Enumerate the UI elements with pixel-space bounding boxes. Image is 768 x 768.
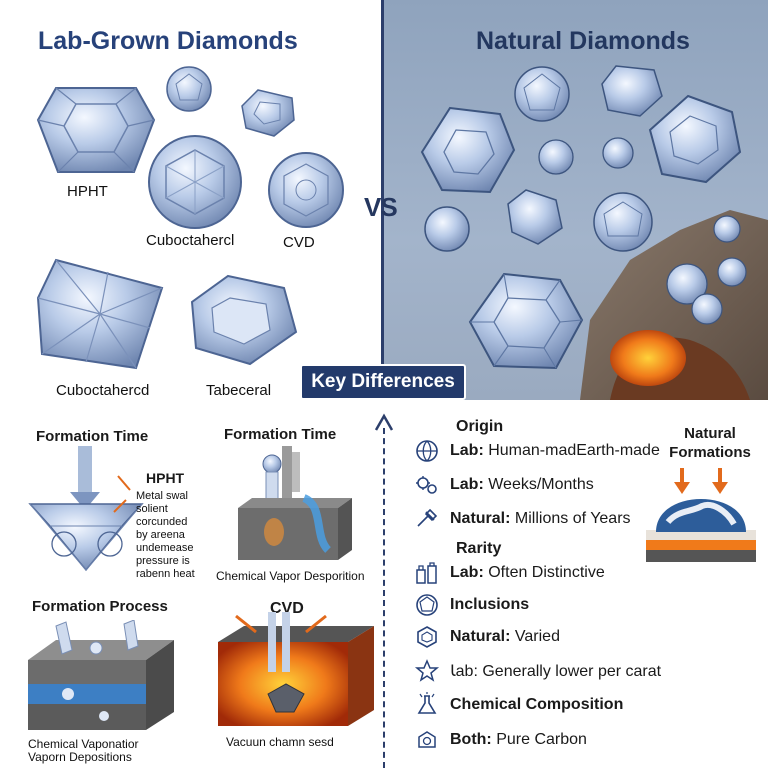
lab-gem-large-cushion (36, 87, 156, 173)
natural-formations-label: Natural Formations (660, 424, 760, 462)
lab-gem-cuboctahedral-2 (36, 258, 164, 370)
list-item-inclusions-natural: Natural: Varied (414, 624, 560, 650)
gem-facet-icon (417, 626, 437, 648)
cvd-caption: Chemical Vapor Desporition (216, 569, 365, 583)
natural-gem-4 (538, 139, 574, 175)
cvd-block-illustration (238, 446, 352, 560)
star-icon (414, 659, 440, 682)
hpht-description: Metal swal solient corcunded by areena u… (136, 490, 195, 580)
process-caption: Chemical Vaponatior Vaporn Depositions (28, 737, 139, 764)
lab-gem-cuboctahedral-1 (148, 135, 242, 229)
list-item-rarity-lab: Lab: Often Distinctive (414, 560, 605, 586)
list-item-carbon: Both: Pure Carbon (414, 727, 587, 753)
process-layers-illustration (28, 620, 174, 730)
bottles-icon (416, 562, 437, 584)
origin-heading: Origin (456, 418, 504, 435)
formation-time-heading-2: Formation Time (224, 426, 337, 443)
molecule-icon (418, 731, 436, 748)
rock-outcrop (580, 210, 768, 400)
list-item-price-lab: Ꙇab: Generally lower per carat (414, 658, 661, 684)
natural-gem-5 (602, 137, 634, 169)
label-hpht: HPHT (67, 183, 108, 200)
natural-gem-6 (648, 94, 742, 184)
natural-formations-text: Natural Formations (669, 425, 751, 461)
lab-grown-title: Lab-Grown Diamonds (38, 27, 298, 55)
gem-outline-icon (416, 594, 438, 616)
natural-gem-9 (593, 192, 653, 252)
flask-icon (417, 692, 437, 714)
label-tabeceral: Tabeceral (206, 382, 272, 399)
natural-gem-3 (601, 65, 663, 117)
vacuum-chamber-illustration (218, 612, 374, 726)
lab-gem-tabular (190, 274, 298, 366)
cvd-heading: CVD (270, 600, 304, 617)
natural-gem-14 (691, 293, 723, 325)
list-item-inclusions: Inclusions (414, 592, 529, 618)
tool-icon (417, 508, 438, 527)
globe-icon (416, 440, 438, 462)
natural-gem-11 (666, 263, 708, 305)
vacuum-caption: Vacuun chamn sesd (226, 735, 334, 749)
arrow-up-icon (374, 413, 394, 431)
list-item-origin-lab: Lab: Human-madEarth-made (414, 438, 660, 464)
natural-gem-13 (717, 257, 747, 287)
vertical-divider (381, 0, 384, 400)
hpht-label: HPHT (146, 470, 185, 486)
natural-gem-12 (713, 215, 741, 243)
formation-time-heading-1: Formation Time (36, 428, 149, 445)
key-differences-banner: Key Differences (300, 364, 466, 400)
natural-gem-1 (420, 106, 516, 194)
dashed-divider (383, 428, 385, 768)
list-item-chemical: Chemical Composition (414, 692, 623, 718)
lab-gem-small-round (166, 66, 212, 112)
natural-title: Natural Diamonds (476, 27, 690, 55)
label-cuboctahedral-1: Cuboctahercl (146, 232, 235, 249)
lab-gem-small-octa (241, 89, 295, 137)
natural-gem-10 (468, 272, 584, 370)
label-cuboctahedral-2: Cuboctahercd (56, 382, 150, 399)
natural-gem-2 (514, 66, 570, 122)
formation-process-heading: Formation Process (32, 598, 168, 615)
label-cvd: CVD (283, 234, 315, 251)
earth-crust-illustration (646, 468, 756, 562)
list-item-time-natural: Natural: Millions of Years (414, 506, 631, 532)
gears-icon (416, 476, 437, 494)
natural-gem-8 (507, 189, 563, 245)
natural-gem-7 (424, 206, 470, 252)
hpht-diamond-illustration (28, 446, 144, 572)
rarity-heading: Rarity (456, 540, 502, 557)
vs-label: VS (364, 192, 398, 222)
lab-gem-cvd (268, 152, 344, 228)
list-item-time-lab: Lab: Weeks/Months (414, 472, 594, 498)
